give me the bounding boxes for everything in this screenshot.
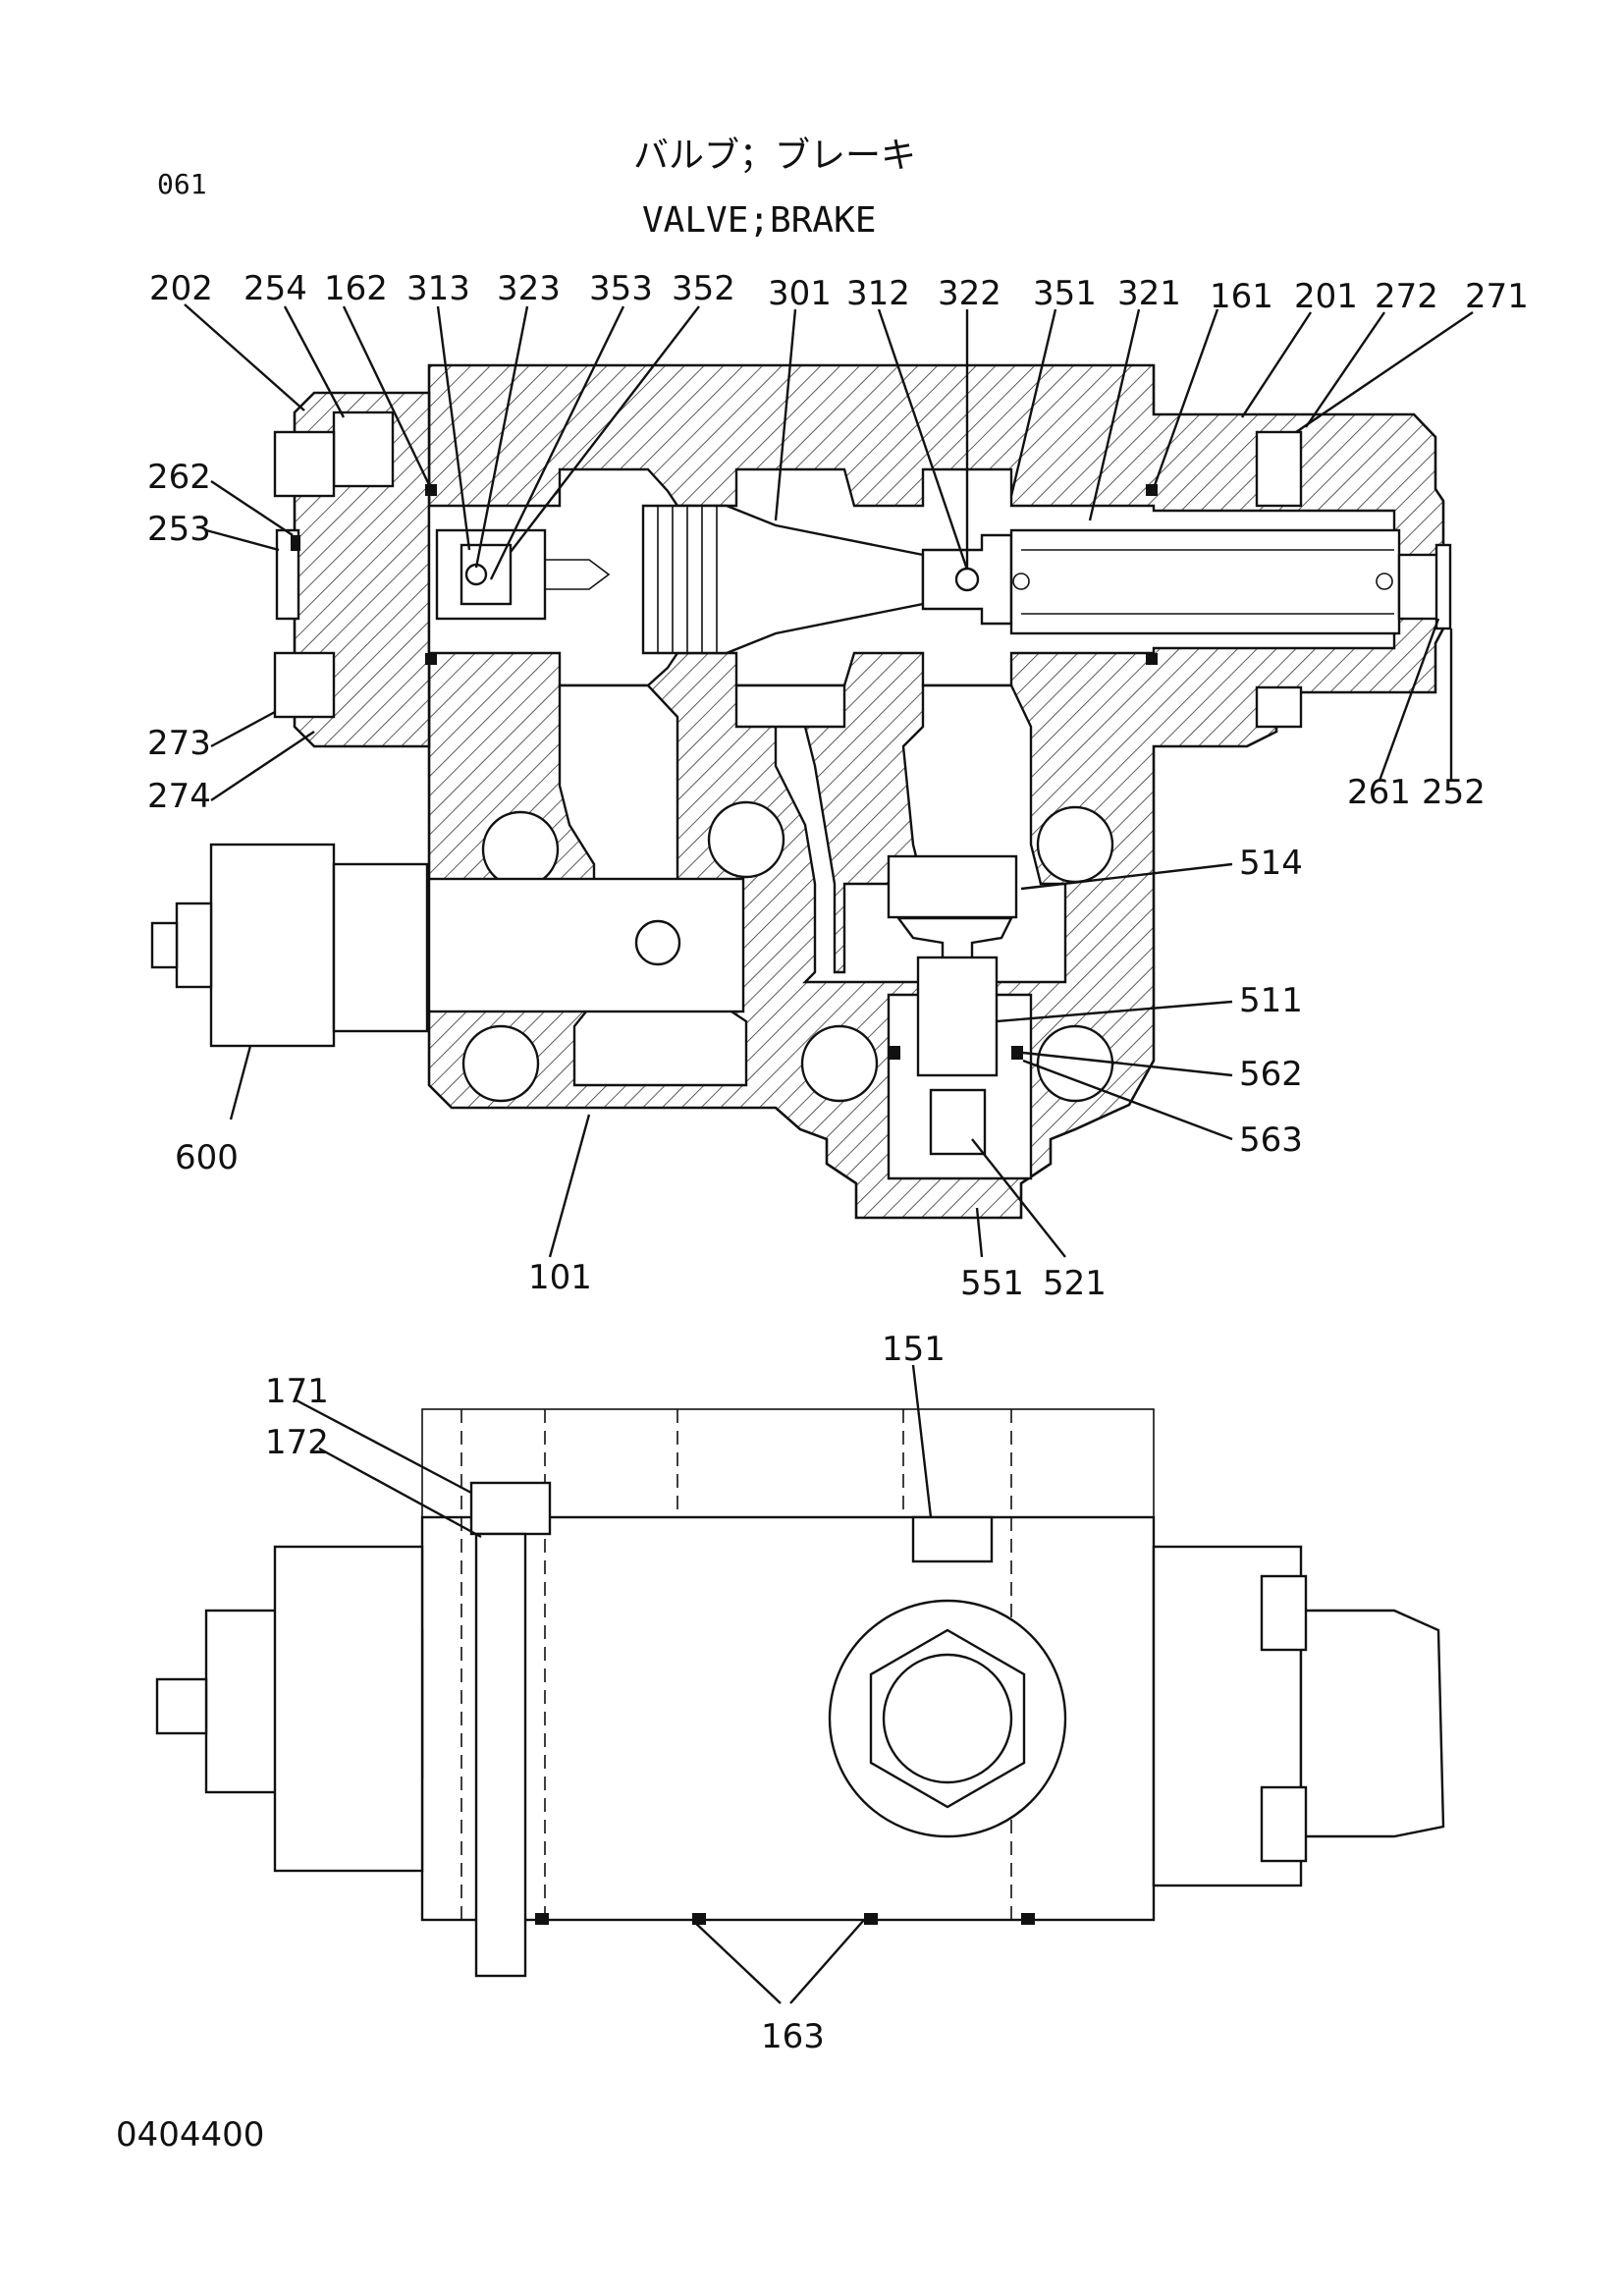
callout-151: 151 [882,1330,946,1369]
sleeve-321 [1009,528,1401,635]
callout-321: 321 [1117,274,1181,313]
solenoid-body [427,877,745,1013]
callout-521: 521 [1043,1264,1107,1303]
callout-563: 563 [1239,1121,1303,1160]
callouts-plan: 171 172 151 163 [265,1330,946,2056]
bolt-hole [1036,805,1114,884]
callout-271: 271 [1465,277,1529,316]
callout-514: 514 [1239,844,1303,883]
callout-253: 253 [147,510,211,549]
bolt-hole [800,1024,879,1103]
callout-273: 273 [147,724,211,763]
callout-262: 262 [147,458,211,497]
oring-161b [1146,653,1158,665]
callouts-bottom: 101 551 521 [528,1258,1107,1303]
plan-right-end [1299,1609,1445,1838]
solenoid-nut [150,921,179,969]
callout-161: 161 [1210,277,1273,316]
callouts-left: 262 253 273 274 600 [147,458,239,1177]
port-bore [882,1653,1013,1784]
screw-271b [1255,685,1303,729]
stem-511 [916,956,999,1077]
callout-313: 313 [406,269,470,308]
page-code: 061 [157,168,207,200]
oring-163 [535,1913,549,1925]
plug-252 [1397,553,1440,621]
screw-271 [1255,430,1303,508]
callouts-right: 261 252 514 511 562 563 [1239,773,1486,1160]
solenoid-600 [209,843,336,1048]
callout-353: 353 [589,269,653,308]
stem-352 [545,559,611,590]
callout-562: 562 [1239,1055,1303,1094]
callout-101: 101 [528,1258,592,1297]
callout-163: 163 [761,2017,825,2056]
callout-351: 351 [1033,274,1097,313]
bolt-hole [461,1024,540,1103]
callout-162: 162 [324,269,388,308]
callout-323: 323 [497,269,561,308]
oring-563 [1011,1046,1023,1060]
oring-163 [864,1913,878,1925]
solenoid-flange [332,862,429,1033]
drawing-number: 0404400 [116,2115,264,2155]
plug-151 [911,1515,994,1563]
callouts-top: 202 254 162 313 323 353 352 301 312 322 … [149,269,1529,316]
cover-253 [275,528,300,621]
plan-right-screw [1260,1574,1308,1652]
bolt-shank-172 [474,1532,527,1978]
bolt-171 [469,1481,552,1536]
callout-171: 171 [265,1372,329,1411]
callout-252: 252 [1422,773,1486,812]
callout-261: 261 [1347,773,1411,812]
callout-322: 322 [938,274,1001,313]
callout-551: 551 [960,1264,1024,1303]
solenoid-port [634,919,681,966]
callout-511: 511 [1239,981,1303,1020]
callout-202: 202 [149,269,213,308]
plan-right-screw-b [1260,1785,1308,1863]
seal-262 [291,535,300,551]
callout-254: 254 [243,269,307,308]
callout-301: 301 [768,274,832,313]
callout-201: 201 [1294,277,1358,316]
piston-grooves [657,506,718,653]
screw-274 [273,430,336,498]
bolt-hole [707,800,785,879]
oring-562 [889,1046,900,1060]
callout-172: 172 [265,1423,329,1462]
callout-600: 600 [175,1138,239,1177]
callout-272: 272 [1375,277,1438,316]
callout-274: 274 [147,777,211,816]
seat-514 [887,854,1018,919]
ball-322 [954,567,980,592]
title-japanese: バルブ；ブレーキ [633,136,916,176]
solenoid-stem [175,902,213,989]
oring-163 [1021,1913,1035,1925]
bolt-hole [481,810,560,889]
title-english: VALVE;BRAKE [642,200,876,241]
plug-254 [332,410,395,488]
plan-view [155,1408,1445,1978]
oring-161 [1146,484,1158,496]
callout-352: 352 [672,269,735,308]
plan-solenoid-nut [155,1677,208,1735]
section-view [150,363,1452,1220]
callout-312: 312 [846,274,910,313]
screw-273 [273,651,336,719]
plan-left-cover [273,1545,424,1873]
oring-162b [425,653,437,665]
leader-lines [184,303,1474,2004]
seal-261 [1434,543,1452,630]
